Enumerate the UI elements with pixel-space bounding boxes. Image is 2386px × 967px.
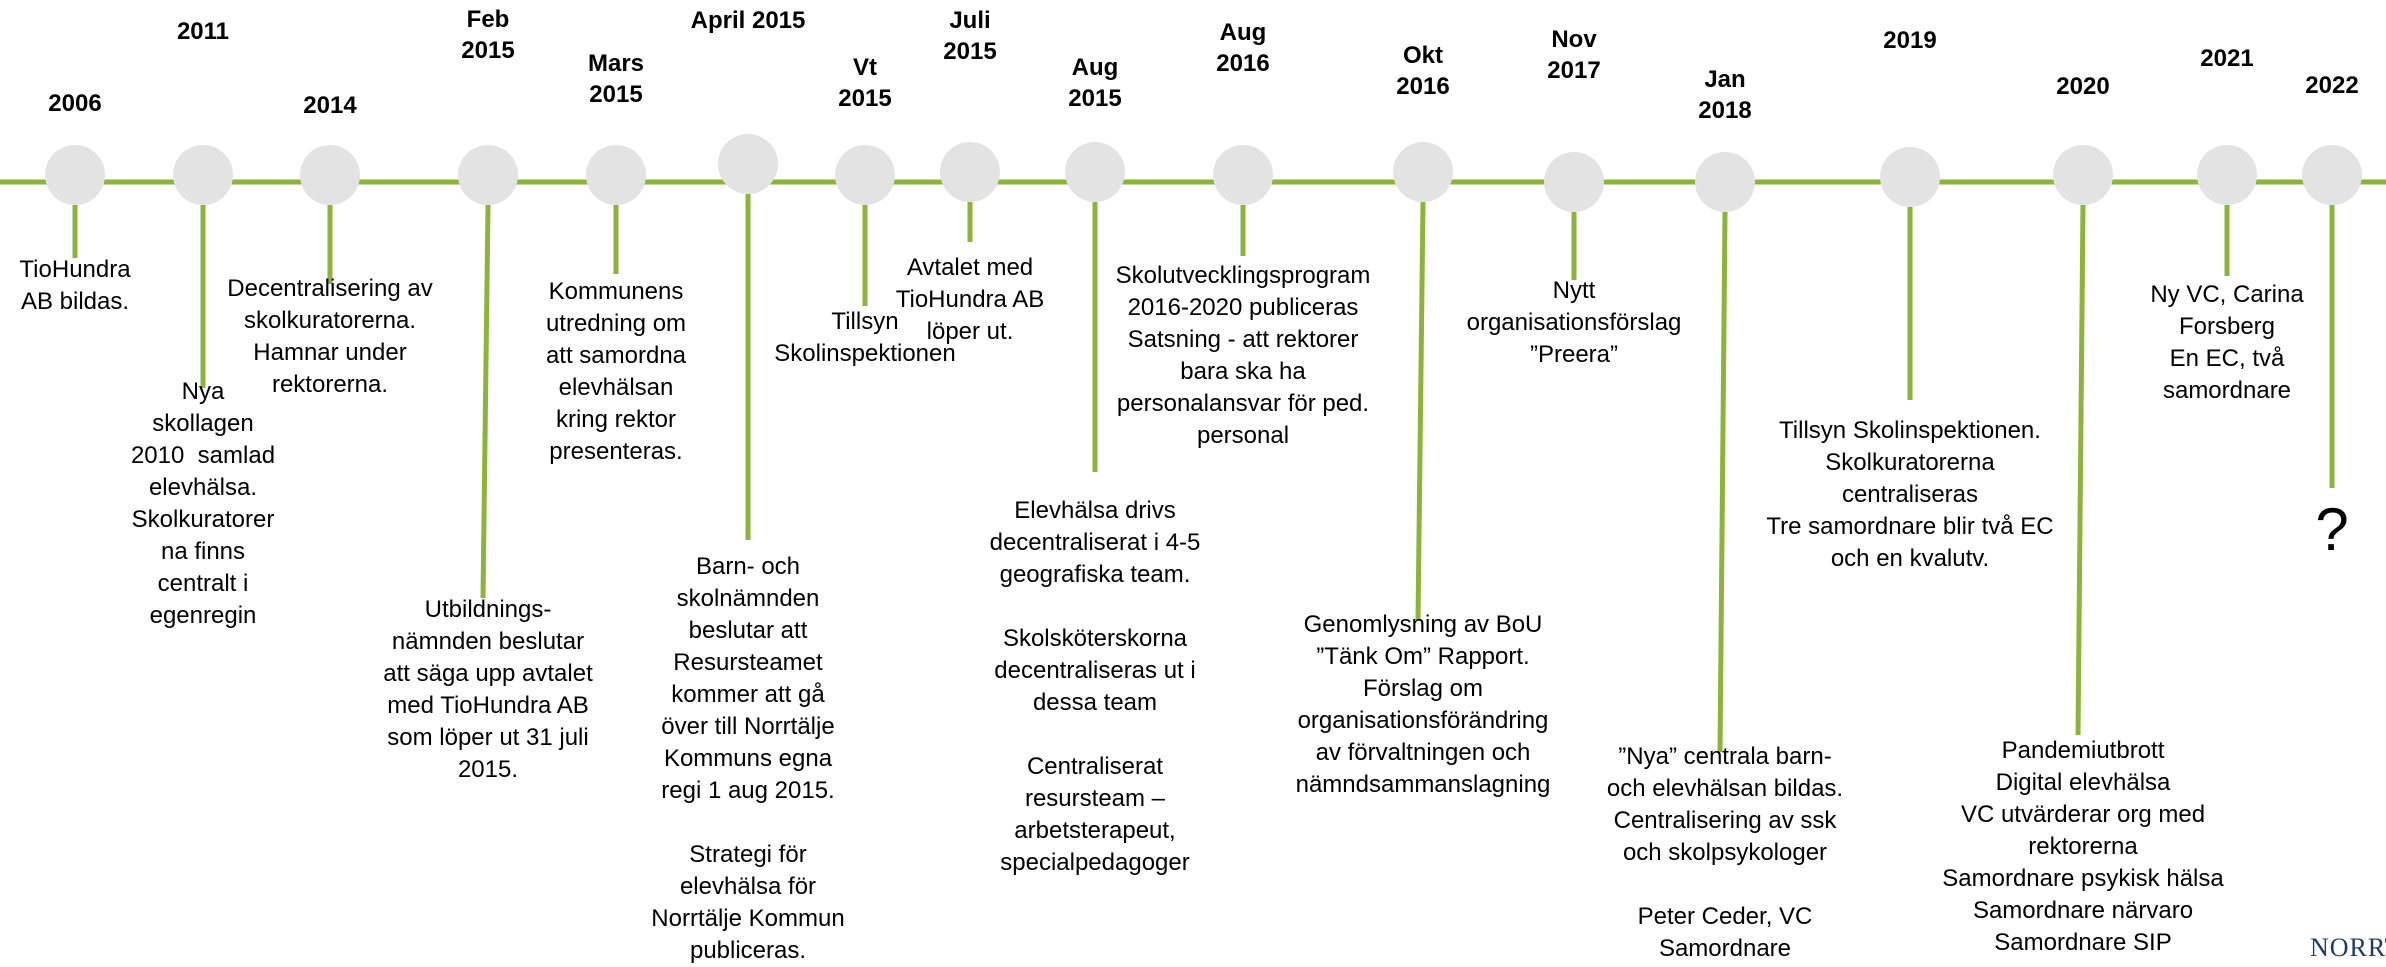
event-marker-circle — [2197, 145, 2257, 205]
event-description: Avtalet med TioHundra AB löper ut. — [895, 254, 1045, 345]
event-description: Barn- och skolnämnden beslutar att Resur… — [651, 553, 845, 964]
event-connector-line — [2075, 204, 2086, 736]
event-description: Tillsyn Skolinspektionen — [774, 308, 956, 367]
event-date-label: April 2015 — [690, 7, 806, 34]
event-date-label: Feb 2015 — [461, 6, 515, 64]
event-marker-circle — [835, 145, 895, 205]
event-marker-circle — [718, 134, 778, 194]
event-description: Skolutvecklingsprogram 2016-2020 publice… — [1115, 262, 1371, 449]
event-date-label: 2014 — [303, 92, 357, 119]
event-marker-circle — [940, 142, 1000, 202]
event-description: Nya skollagen 2010 samlad elevhälsa. Sko… — [130, 378, 276, 629]
event-marker-circle — [1880, 147, 1940, 207]
event-marker-circle — [1213, 145, 1273, 205]
event-marker-circle — [586, 145, 646, 205]
event-description: Pandemiutbrott Digital elevhälsa VC utvä… — [1942, 737, 2224, 956]
event-description: Decentralisering av skolkuratorerna. Ham… — [227, 275, 433, 398]
event-description: Kommunens utredning om att samordna elev… — [545, 278, 687, 465]
event-date-label: 2022 — [2305, 72, 2359, 99]
event-date-label: Okt 2016 — [1396, 42, 1450, 100]
event-marker-circle — [2302, 145, 2362, 205]
event-marker-circle — [173, 145, 233, 205]
event-date-label: 2021 — [2200, 45, 2254, 72]
event-description: Genomlysning av BoU ”Tänk Om” Rapport. F… — [1295, 611, 1551, 798]
event-description: ”Nya” centrala barn- och elevhälsan bild… — [1606, 743, 1844, 962]
event-marker-circle — [458, 145, 518, 205]
event-description: ? — [2315, 496, 2349, 563]
event-date-label: 2006 — [48, 90, 102, 117]
event-marker-circle — [1393, 142, 1453, 202]
event-date-label: Nov 2017 — [1547, 26, 1601, 84]
event-date-label: 2019 — [1883, 27, 1937, 54]
event-description: Tillsyn Skolinspektionen. Skolkuratorern… — [1766, 417, 2054, 572]
event-date-label: 2020 — [2056, 73, 2110, 100]
event-connector-line — [1415, 201, 1426, 621]
event-marker-circle — [2053, 145, 2113, 205]
norrtalje-logo: NORRTÄLJ — [2310, 933, 2386, 962]
event-description: Elevhälsa drivs decentraliserat i 4-5 ge… — [989, 497, 1201, 876]
event-date-label: Aug 2016 — [1216, 19, 1270, 77]
event-marker-circle — [1695, 152, 1755, 212]
event-description: TioHundra AB bildas. — [19, 256, 131, 315]
event-marker-circle — [1065, 142, 1125, 202]
event-connector-line — [1717, 211, 1728, 753]
event-description: Utbildnings- nämnden beslutar att säga u… — [383, 596, 593, 783]
event-date-label: 2011 — [176, 18, 230, 45]
event-marker-circle — [300, 145, 360, 205]
event-marker-circle — [45, 145, 105, 205]
event-marker-circle — [1544, 152, 1604, 212]
event-description: Ny VC, Carina Forsberg En EC, två samord… — [2150, 281, 2304, 404]
event-date-label: Mars 2015 — [587, 50, 645, 108]
event-date-label: Jan 2018 — [1698, 66, 1752, 124]
event-date-label: Vt 2015 — [838, 54, 892, 112]
event-date-label: Juli 2015 — [943, 7, 997, 65]
event-description: Nytt organisationsförslag ”Preera” — [1466, 277, 1682, 368]
event-date-label: Aug 2015 — [1068, 54, 1122, 112]
event-connector-line — [480, 204, 491, 599]
